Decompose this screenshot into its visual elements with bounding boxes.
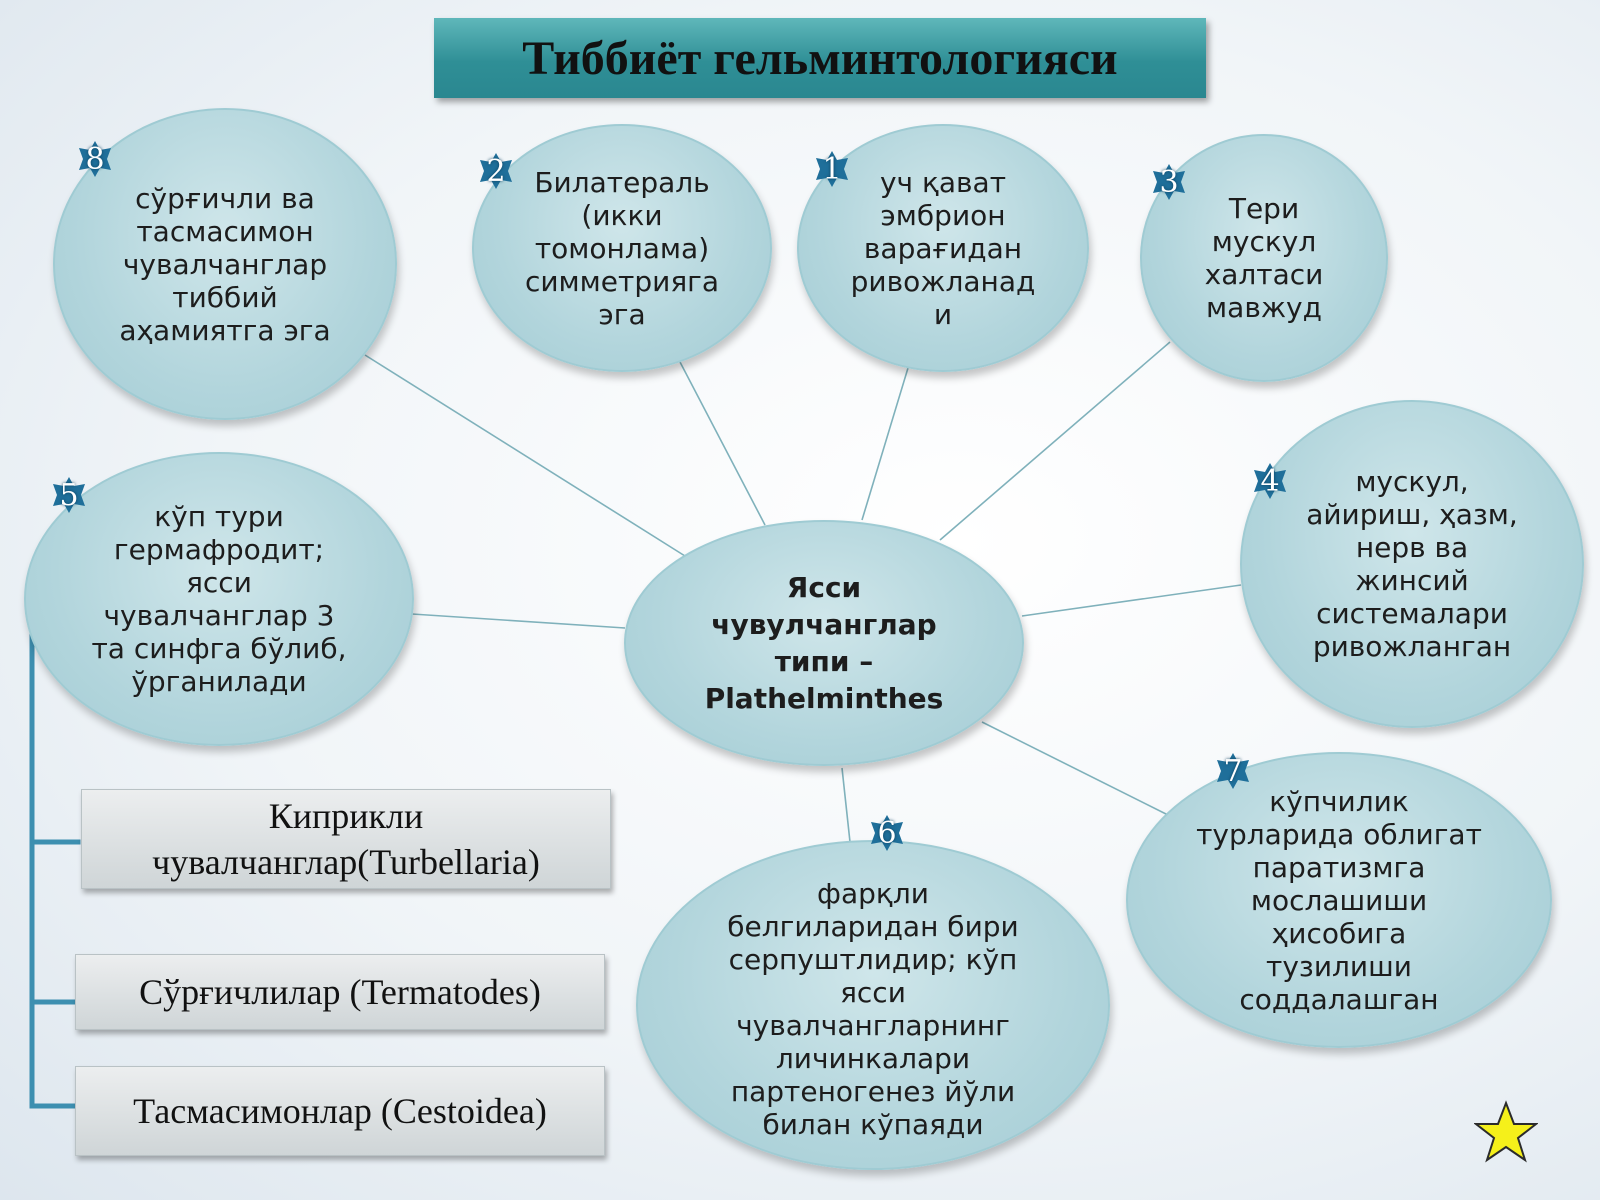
connector-4 [1021,584,1242,617]
star-burst-icon: 3 [1150,163,1188,201]
star-burst-icon: 2 [477,152,515,190]
bubble-2: Билатераль (икки томонлама) симметрияга … [472,124,772,372]
bubble-5: кўп тури гермафродит; ясси чувалчанглар … [24,452,414,746]
connector-8 [364,354,686,557]
connector-7 [981,721,1169,816]
star-burst-icon: 4 [1251,462,1289,500]
bubble-6: фарқли белгиларидан бири серпуштлидир; к… [636,840,1110,1170]
center-bubble-text: Ясси чувулчанглар типи – Plathelminthes [704,571,944,715]
slide-title: Тиббиёт гельминтологияси [522,31,1118,85]
connector-3 [939,341,1171,541]
star-burst-icon: 8 [76,140,114,178]
bubble-1: уч қават эмбрион варағидан ривожланад и [797,124,1089,372]
slide-title-box: Тиббиёт гельминтологияси [434,18,1206,98]
star-icon [1473,1100,1539,1163]
bubble-4: мускул, айириш, ҳазм, нерв ва жинсий сис… [1240,400,1584,728]
star-burst-icon: 1 [813,150,851,188]
connector-2 [679,361,766,526]
star-button[interactable] [1473,1100,1539,1164]
connector-6 [841,767,851,843]
bubble-8: сўрғичли ва тасмасимон чувалчанглар тибб… [53,108,397,420]
star-burst-icon: 7 [1214,752,1252,790]
class-box-turbellaria: Киприкли чувалчанглар(Turbellaria) [81,789,611,889]
bubble-7: кўпчилик турларида облигат паратизмга мо… [1126,752,1552,1048]
class-box-trematodes: Сўрғичлилар (Termatodes) [75,954,605,1030]
connector-1 [861,367,909,521]
star-burst-icon: 6 [868,814,906,852]
connector-5 [411,613,626,629]
star-burst-icon: 5 [50,476,88,514]
center-bubble: Ясси чувулчанглар типи – Plathelminthes [624,520,1024,766]
class-box-cestoidea: Тасмасимонлар (Cestoidea) [75,1066,605,1156]
